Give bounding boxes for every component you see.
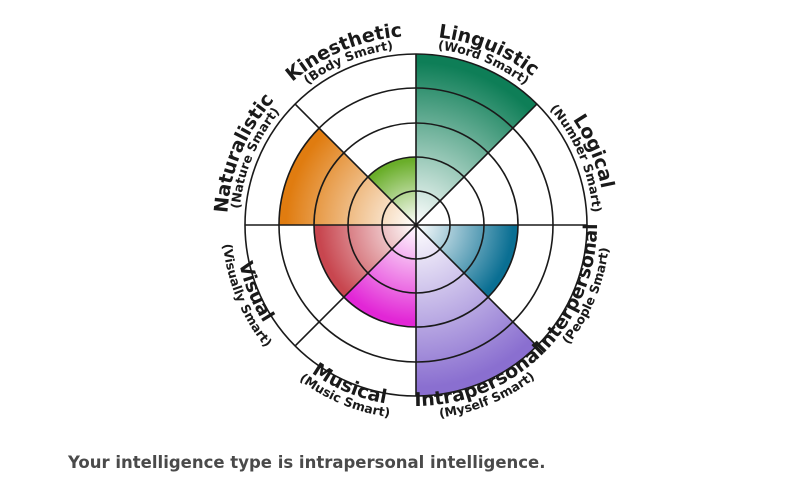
intelligence-wheel-chart: Linguistic(Word Smart)Logical(Number Sma… [210,19,618,420]
grid-spoke-4 [415,224,538,347]
wedge-musical [343,225,416,327]
wedge-layer [279,54,537,397]
wedge-linguistic [416,54,537,225]
wedge-kinesthetic [367,157,416,225]
wedge-visual [313,225,416,298]
grid-spoke-2 [415,103,538,226]
grid-spoke-8 [294,103,417,226]
wedge-interpersonal [416,225,518,298]
grid-layer [244,53,588,397]
grid-spoke-6 [294,224,417,347]
wedge-naturalistic [279,128,416,225]
result-text: Your intelligence type is intrapersonal … [68,453,546,472]
wedge-intrapersonal [416,225,537,397]
